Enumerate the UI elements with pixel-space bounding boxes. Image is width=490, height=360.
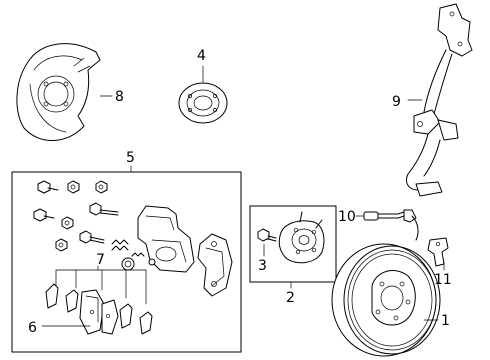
callout-6: 6 [28,320,37,336]
caliper-bracket [197,233,233,297]
callout-4: 4 [197,48,206,64]
callout-10: 10 [338,209,356,225]
callout-3: 3 [258,258,267,274]
caliper-kit-frame [11,171,242,353]
bolts-row-2 [33,202,119,230]
callout-9: 9 [392,94,401,110]
brake-pads [45,269,153,335]
hub-bolt [257,228,277,242]
hose-bracket [427,237,449,267]
seal-ring [178,82,228,124]
wheel-hub [278,211,325,264]
callout-8: 8 [115,89,124,105]
callout-7: 7 [96,252,105,268]
callout-1: 1 [441,313,450,329]
callout-5: 5 [126,150,135,166]
hub-kit-frame [249,205,337,283]
caliper-body [121,205,195,273]
bolts-row-3 [55,230,145,257]
brake-hose [363,209,419,241]
brake-rotor [331,243,441,357]
dust-shield [16,43,101,141]
callout-2: 2 [286,290,295,306]
abs-sensor-harness [405,3,473,197]
bolts-row-1 [37,180,108,194]
